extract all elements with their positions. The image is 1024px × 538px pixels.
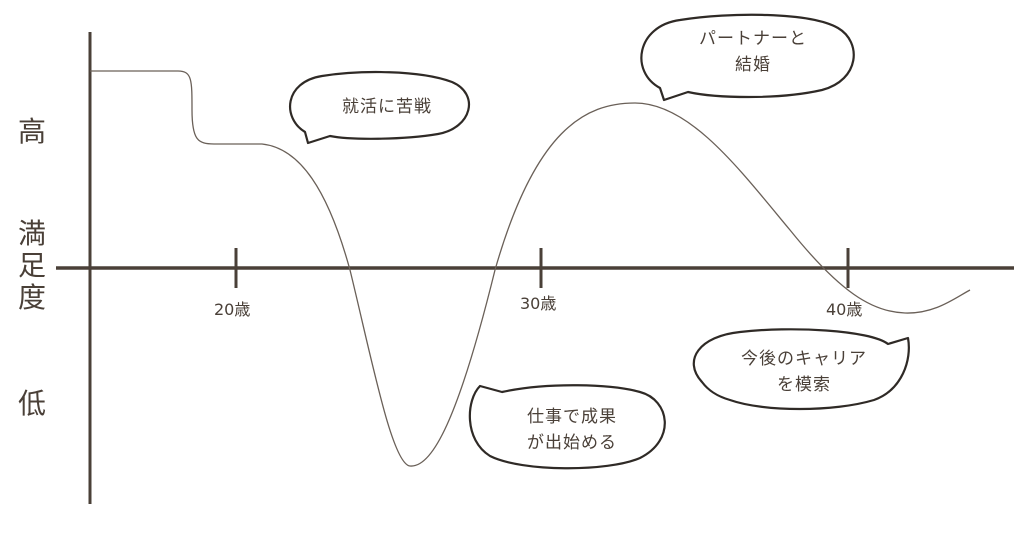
bubble-career bbox=[692, 328, 910, 411]
y-label-satisfaction-2: 足 bbox=[18, 249, 47, 282]
satisfaction-curve bbox=[90, 70, 971, 467]
bubble-career-line-2: を模索 bbox=[777, 375, 831, 395]
bubble-career-line-1: 今後のキャリア bbox=[741, 349, 867, 369]
bubble-results-line-1: 仕事で成果 bbox=[527, 407, 617, 427]
y-label-satisfaction-3: 度 bbox=[18, 281, 47, 314]
x-tick-label-40: 40歳 bbox=[826, 300, 863, 319]
y-label-satisfaction-1: 満 bbox=[18, 217, 47, 250]
x-tick-label-30: 30歳 bbox=[520, 294, 557, 313]
bubble-career-text: 今後のキャリア を模索 bbox=[708, 346, 900, 398]
bubble-job-hunt bbox=[289, 70, 471, 145]
bubble-results bbox=[468, 384, 666, 470]
y-label-high: 高 bbox=[18, 115, 47, 148]
bubble-partner-line-1: パートナーと bbox=[699, 29, 807, 49]
bubble-partner-text: パートナーと 結婚 bbox=[658, 26, 848, 78]
bubble-partner bbox=[640, 13, 855, 102]
bubble-partner-line-2: 結婚 bbox=[735, 55, 771, 75]
x-tick-label-20: 20歳 bbox=[214, 300, 251, 319]
bubble-job-hunt-text: 就活に苦戦 bbox=[306, 94, 468, 120]
bubble-results-text: 仕事で成果 が出始める bbox=[484, 404, 660, 456]
y-label-low: 低 bbox=[18, 387, 47, 420]
bubble-job-hunt-line-1: 就活に苦戦 bbox=[342, 97, 432, 117]
bubble-results-line-2: が出始める bbox=[527, 433, 617, 453]
